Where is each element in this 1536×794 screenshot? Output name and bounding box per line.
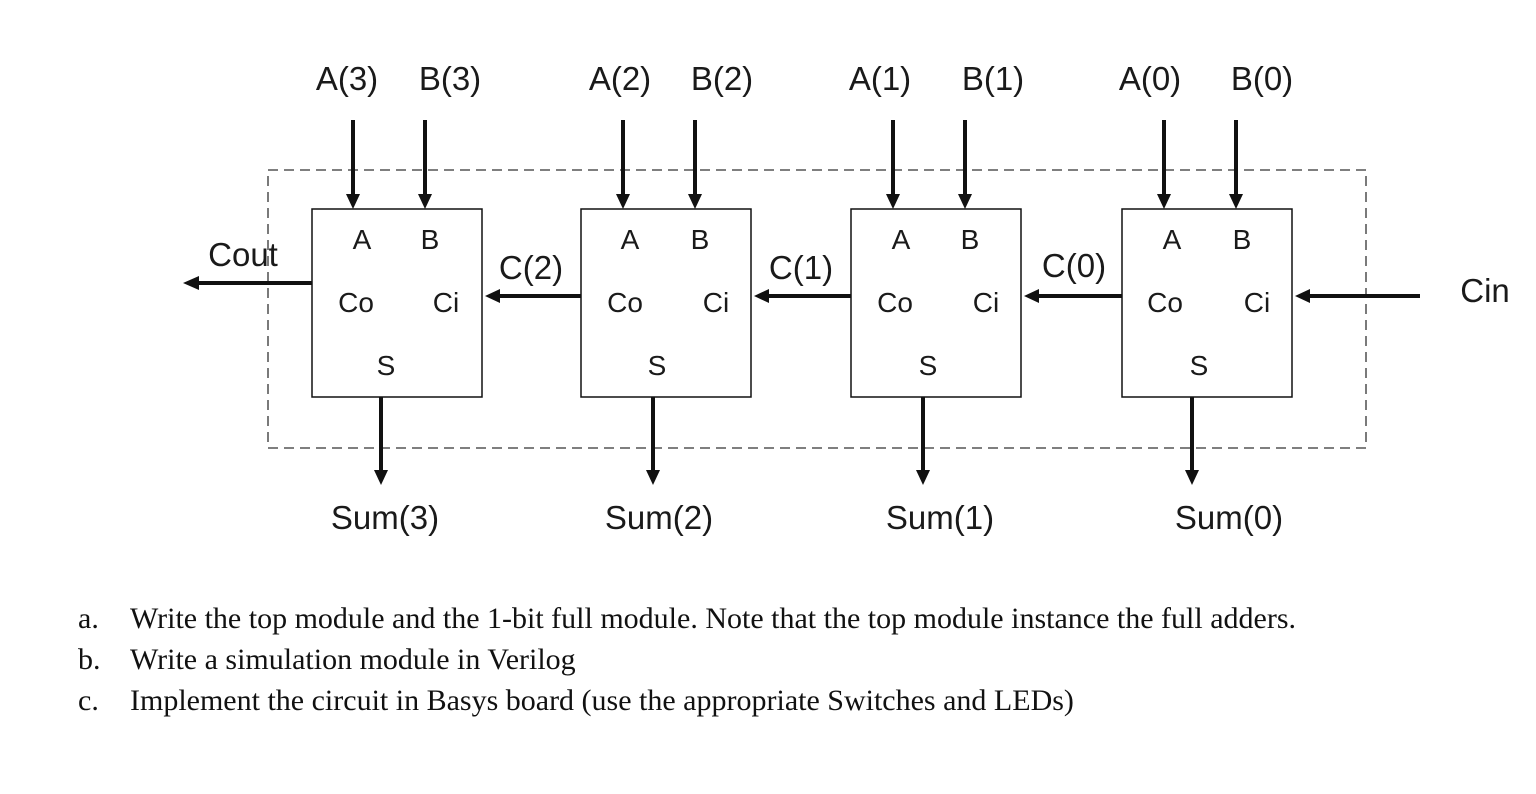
full-adder-stage-2: A(2) B(2) A B Co Ci S Sum(2) [580,60,753,536]
input-b0-label: B(0) [1231,60,1293,97]
cout-label: Cout [208,236,278,273]
input-a2-label: A(2) [589,60,651,97]
port-ci-label: Ci [1244,287,1270,318]
port-b-label: B [961,224,980,255]
port-b-label: B [691,224,710,255]
input-b0-arrowhead [1229,194,1243,209]
task-item-a: a. Write the top module and the 1-bit fu… [78,598,1408,639]
input-b1-label: B(1) [962,60,1024,97]
port-s-label: S [919,350,938,381]
carry-in: Cin [1295,272,1510,309]
task-marker: a. [78,602,99,635]
port-s-label: S [377,350,396,381]
input-a0-arrowhead [1157,194,1171,209]
port-co-label: Co [338,287,374,318]
port-co-label: Co [1147,287,1183,318]
input-a3-arrowhead [346,194,360,209]
input-a2-arrowhead [616,194,630,209]
sum2-label: Sum(2) [605,499,713,536]
full-adder-box-1 [850,208,1022,398]
port-co-label: Co [607,287,643,318]
carry-c0-arrowhead [1024,289,1039,303]
full-adder-stage-3: A(3) B(3) A B Co Ci S Sum(3) [311,60,483,536]
task-text: Implement the circuit in Basys board (us… [130,684,1074,717]
ripple-carry-adder-diagram: A(3) B(3) A B Co Ci S Sum(3) A(2) B(2) A… [183,60,1510,536]
port-co-label: Co [877,287,913,318]
input-b3-label: B(3) [419,60,481,97]
cin-arrowhead [1295,289,1310,303]
input-a0-label: A(0) [1119,60,1181,97]
adder-enclosure [267,169,1367,449]
carry-c1-label: C(1) [769,249,833,286]
carry-c2-arrowhead [485,289,500,303]
sum0-arrowhead [1185,470,1199,485]
full-adder-stage-0: A(0) B(0) A B Co Ci S Sum(0) [1119,60,1293,536]
task-list: a. Write the top module and the 1-bit fu… [78,598,1408,721]
task-item-c: c. Implement the circuit in Basys board … [78,680,1408,721]
port-ci-label: Ci [703,287,729,318]
port-s-label: S [1190,350,1209,381]
sum0-label: Sum(0) [1175,499,1283,536]
input-b2-arrowhead [688,194,702,209]
port-ci-label: Ci [973,287,999,318]
carry-c1-arrowhead [754,289,769,303]
task-text: Write the top module and the 1-bit full … [130,602,1297,635]
port-a-label: A [1163,224,1182,255]
task-marker: b. [78,643,101,676]
sum1-arrowhead [916,470,930,485]
task-marker: c. [78,684,99,717]
sum1-label: Sum(1) [886,499,994,536]
input-b1-arrowhead [958,194,972,209]
carry-c2-label: C(2) [499,249,563,286]
sum3-label: Sum(3) [331,499,439,536]
sum3-arrowhead [374,470,388,485]
port-a-label: A [353,224,372,255]
port-b-label: B [1233,224,1252,255]
cout-arrowhead [183,276,199,290]
task-item-b: b. Write a simulation module in Verilog [78,639,1408,680]
carry-out: Cout [183,236,312,290]
port-a-label: A [892,224,911,255]
carry-c0: C(0) [1024,247,1122,303]
port-s-label: S [648,350,667,381]
cin-label: Cin [1460,272,1510,309]
port-a-label: A [621,224,640,255]
input-b3-arrowhead [418,194,432,209]
input-a1-arrowhead [886,194,900,209]
full-adder-box-2 [580,208,752,398]
task-text: Write a simulation module in Verilog [130,643,576,676]
port-ci-label: Ci [433,287,459,318]
carry-c0-label: C(0) [1042,247,1106,284]
port-b-label: B [421,224,440,255]
full-adder-box-3 [311,208,483,398]
full-adder-stage-1: A(1) B(1) A B Co Ci S Sum(1) [849,60,1024,536]
carry-c2: C(2) [485,249,581,303]
sum2-arrowhead [646,470,660,485]
input-b2-label: B(2) [691,60,753,97]
carry-c1: C(1) [754,249,851,303]
full-adder-box-0 [1121,208,1293,398]
input-a3-label: A(3) [316,60,378,97]
input-a1-label: A(1) [849,60,911,97]
